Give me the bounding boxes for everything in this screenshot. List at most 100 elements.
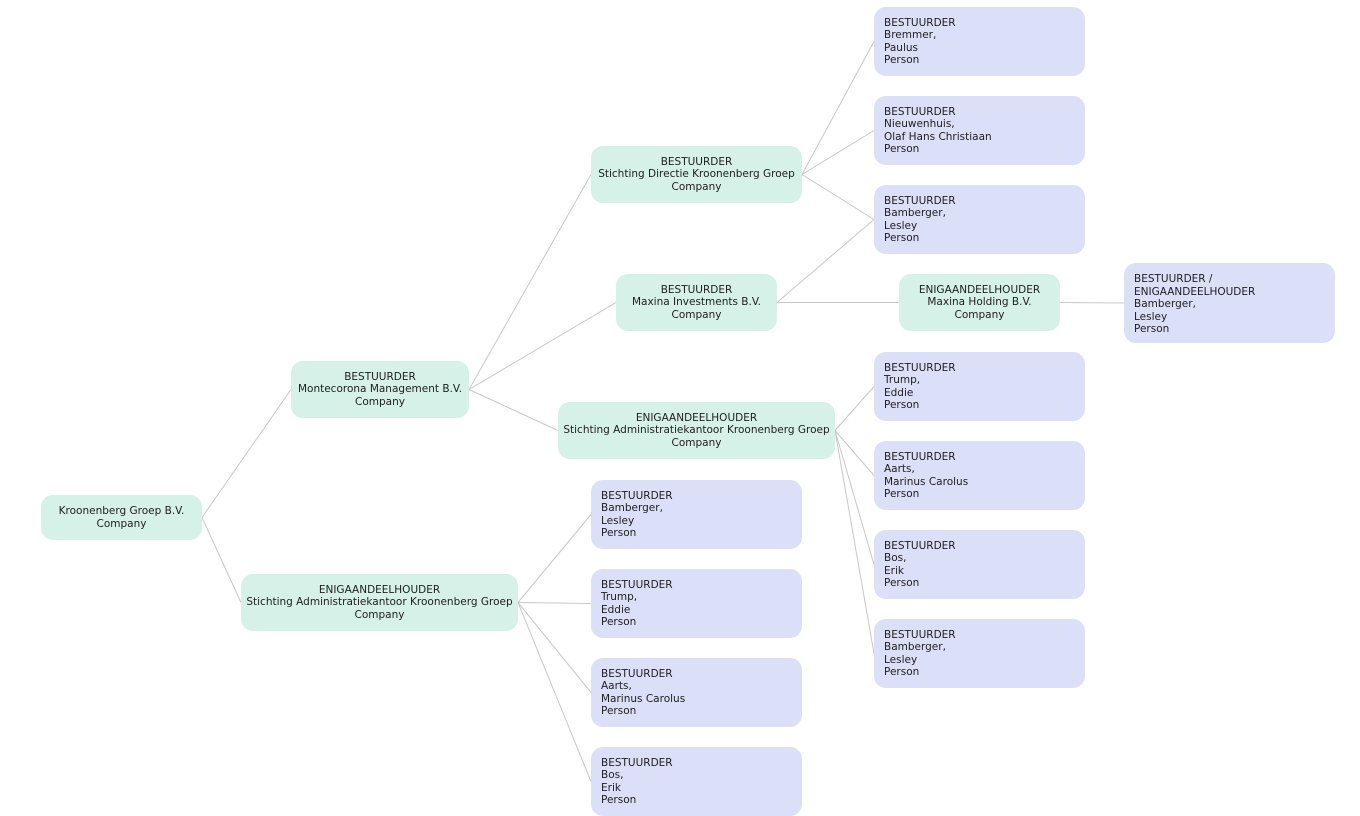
- node-line: BESTUURDER: [601, 756, 673, 769]
- node-line: Bremmer,: [884, 29, 937, 41]
- node-line: BESTUURDER: [884, 361, 956, 374]
- connector-line: [776, 219, 875, 303]
- node-line: Aarts,: [884, 463, 915, 475]
- node-maxina-holding[interactable]: ENIGAANDEELHOUDER Maxina Holding B.V. Co…: [899, 274, 1060, 331]
- node-line: BESTUURDER: [884, 450, 956, 463]
- node-line: Person: [884, 143, 920, 155]
- node-line: Maxina Holding B.V.: [927, 296, 1032, 309]
- node-line: Company: [96, 517, 147, 530]
- connector-line: [517, 514, 592, 603]
- node-line: Person: [1134, 323, 1170, 336]
- connector-line: [834, 430, 875, 654]
- node-line: Trump,: [601, 591, 638, 603]
- node-line: BESTUURDER: [884, 539, 956, 552]
- node-line: Lesley: [601, 514, 635, 527]
- node-line: Eddie: [884, 386, 914, 399]
- node-line: Stichting Administratiekantoor Kroonenbe…: [563, 424, 830, 437]
- node-line: Stichting Directie Kroonenberg Groep: [598, 168, 795, 181]
- node-kroonenberg-groep[interactable]: Kroonenberg Groep B.V. Company: [41, 495, 202, 540]
- node-line: BESTUURDER: [601, 667, 673, 680]
- node-line: Aarts,: [601, 680, 632, 692]
- node-line: BESTUURDER: [660, 283, 733, 296]
- node-person-aarts-a[interactable]: BESTUURDER Aarts, Marinus Carolus Person: [874, 441, 1085, 510]
- node-line: Lesley: [1134, 310, 1168, 323]
- node-line: BESTUURDER: [601, 489, 673, 502]
- node-stak-root[interactable]: ENIGAANDEELHOUDER Stichting Administrati…: [241, 574, 518, 631]
- node-line: Marinus Carolus: [884, 475, 969, 488]
- node-line: Bamberger,: [601, 502, 663, 514]
- node-line: Company: [671, 308, 722, 321]
- connector-line: [201, 517, 242, 603]
- node-line: ENIGAANDEELHOUDER: [635, 411, 758, 424]
- connector-line: [834, 430, 875, 476]
- node-line: Company: [954, 308, 1005, 321]
- node-maxina-investments[interactable]: BESTUURDER Maxina Investments B.V. Compa…: [616, 274, 777, 331]
- node-line: Bos,: [884, 552, 907, 564]
- node-person-nieuwenhuis[interactable]: BESTUURDER Nieuwenhuis, Olaf Hans Christ…: [874, 96, 1085, 165]
- node-person-bamberger-b[interactable]: BESTUURDER Bamberger, Lesley Person: [874, 619, 1085, 688]
- node-line: Person: [601, 705, 637, 717]
- node-line: BESTUURDER: [884, 628, 956, 641]
- node-line: Lesley: [884, 653, 918, 666]
- node-line: BESTUURDER: [884, 16, 956, 29]
- node-line: Trump,: [884, 374, 921, 386]
- node-line: Person: [884, 666, 920, 678]
- node-person-bamberger-shared[interactable]: BESTUURDER Bamberger, Lesley Person: [874, 185, 1085, 254]
- node-person-bamberger-holding[interactable]: BESTUURDER / ENIGAANDEELHOUDER Bamberger…: [1124, 263, 1335, 343]
- node-line: Company: [355, 395, 405, 408]
- connector-line: [1059, 302, 1125, 304]
- node-stichting-directie[interactable]: BESTUURDER Stichting Directie Kroonenber…: [591, 146, 802, 203]
- node-line: Marinus Carolus: [601, 692, 686, 705]
- node-person-bos-a[interactable]: BESTUURDER Bos, Erik Person: [874, 530, 1085, 599]
- connector-line: [801, 130, 875, 175]
- node-line: Lesley: [884, 219, 918, 232]
- node-line: Person: [601, 794, 637, 806]
- connector-line: [801, 174, 875, 220]
- node-line: Erik: [884, 564, 904, 577]
- connector-line: [468, 302, 617, 390]
- node-line: Bamberger,: [1134, 298, 1196, 311]
- node-person-bremmer[interactable]: BESTUURDER Bremmer, Paulus Person: [874, 7, 1085, 76]
- node-line: Olaf Hans Christiaan: [884, 130, 992, 143]
- node-line: Company: [354, 608, 405, 621]
- node-line: Eddie: [601, 603, 631, 616]
- node-line: Bamberger,: [884, 641, 946, 653]
- node-line: Person: [884, 54, 920, 66]
- node-person-trump-a[interactable]: BESTUURDER Trump, Eddie Person: [874, 352, 1085, 421]
- node-person-bos-b[interactable]: BESTUURDER Bos, Erik Person: [591, 747, 802, 816]
- node-line: Bos,: [601, 769, 624, 781]
- node-line: Company: [671, 436, 722, 449]
- node-line: ENIGAANDEELHOUDER: [1134, 285, 1256, 298]
- node-line: Person: [884, 577, 920, 589]
- connector-line: [201, 389, 292, 518]
- node-line: Person: [601, 616, 637, 628]
- node-line: Person: [884, 488, 920, 500]
- node-line: Bamberger,: [884, 207, 946, 219]
- node-line: BESTUURDER: [344, 370, 416, 383]
- node-line: Paulus: [884, 41, 918, 54]
- node-line: Nieuwenhuis,: [884, 118, 955, 130]
- node-stak-mid[interactable]: ENIGAANDEELHOUDER Stichting Administrati…: [558, 402, 835, 459]
- node-line: Erik: [601, 781, 621, 794]
- connector-line: [834, 386, 875, 431]
- node-line: Person: [884, 232, 920, 244]
- node-line: BESTUURDER: [884, 105, 956, 118]
- node-line: Company: [671, 180, 722, 193]
- node-line: Kroonenberg Groep B.V.: [58, 505, 185, 517]
- node-line: BESTUURDER: [660, 155, 733, 168]
- node-montecorona-management[interactable]: BESTUURDER Montecorona Management B.V. C…: [291, 361, 469, 418]
- node-person-trump-b[interactable]: BESTUURDER Trump, Eddie Person: [591, 569, 802, 638]
- node-person-aarts-b[interactable]: BESTUURDER Aarts, Marinus Carolus Person: [591, 658, 802, 727]
- node-line: ENIGAANDEELHOUDER: [318, 583, 441, 596]
- node-line: Montecorona Management B.V.: [297, 383, 463, 396]
- node-line: BESTUURDER: [601, 578, 673, 591]
- node-line: Person: [884, 399, 920, 411]
- node-person-bamberger-c[interactable]: BESTUURDER Bamberger, Lesley Person: [591, 480, 802, 549]
- connector-line: [834, 430, 875, 565]
- connector-line: [801, 41, 875, 175]
- node-line: BESTUURDER /: [1134, 273, 1213, 286]
- connector-line: [517, 602, 592, 693]
- node-line: BESTUURDER: [884, 194, 956, 207]
- connector-line: [517, 602, 592, 782]
